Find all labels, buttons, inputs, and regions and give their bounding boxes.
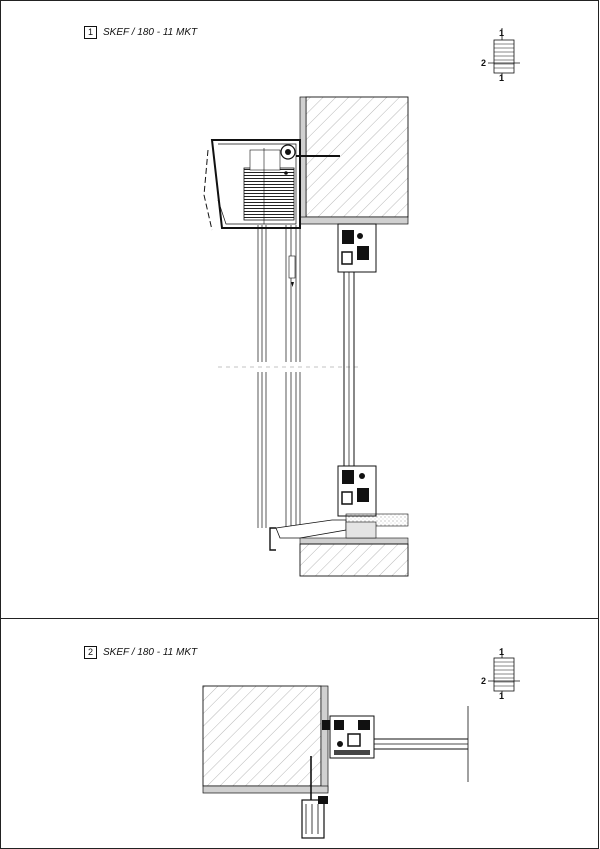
detail-1-break-line <box>218 362 362 372</box>
detail-1-sill <box>269 513 409 577</box>
detail-2-number: 2 <box>84 646 97 659</box>
detail-2-title: 2 SKEF / 180 - 11 MKT <box>84 646 197 659</box>
detail-1-key-label-top: 1 <box>499 28 504 38</box>
detail-1-key-label-bottom: 1 <box>499 73 504 83</box>
detail-1-lintel-wall <box>299 96 409 225</box>
detail-1-drawing: 1 2 1 <box>203 28 520 577</box>
detail-1-key-label-side: 2 <box>481 58 486 68</box>
detail-1-glazing <box>343 272 355 468</box>
detail-1-window-sill-frame <box>337 465 377 517</box>
detail-1-guide-rails <box>257 225 301 528</box>
detail-1-title: 1 SKEF / 180 - 11 MKT <box>84 26 197 39</box>
detail-1-key-diagram: 1 2 1 <box>481 28 520 83</box>
detail-1-window-head <box>337 223 377 273</box>
detail-2-title-text: SKEF / 180 - 11 MKT <box>103 647 198 658</box>
detail-1-title-text: SKEF / 180 - 11 MKT <box>103 27 198 38</box>
detail-1-number: 1 <box>84 26 97 39</box>
